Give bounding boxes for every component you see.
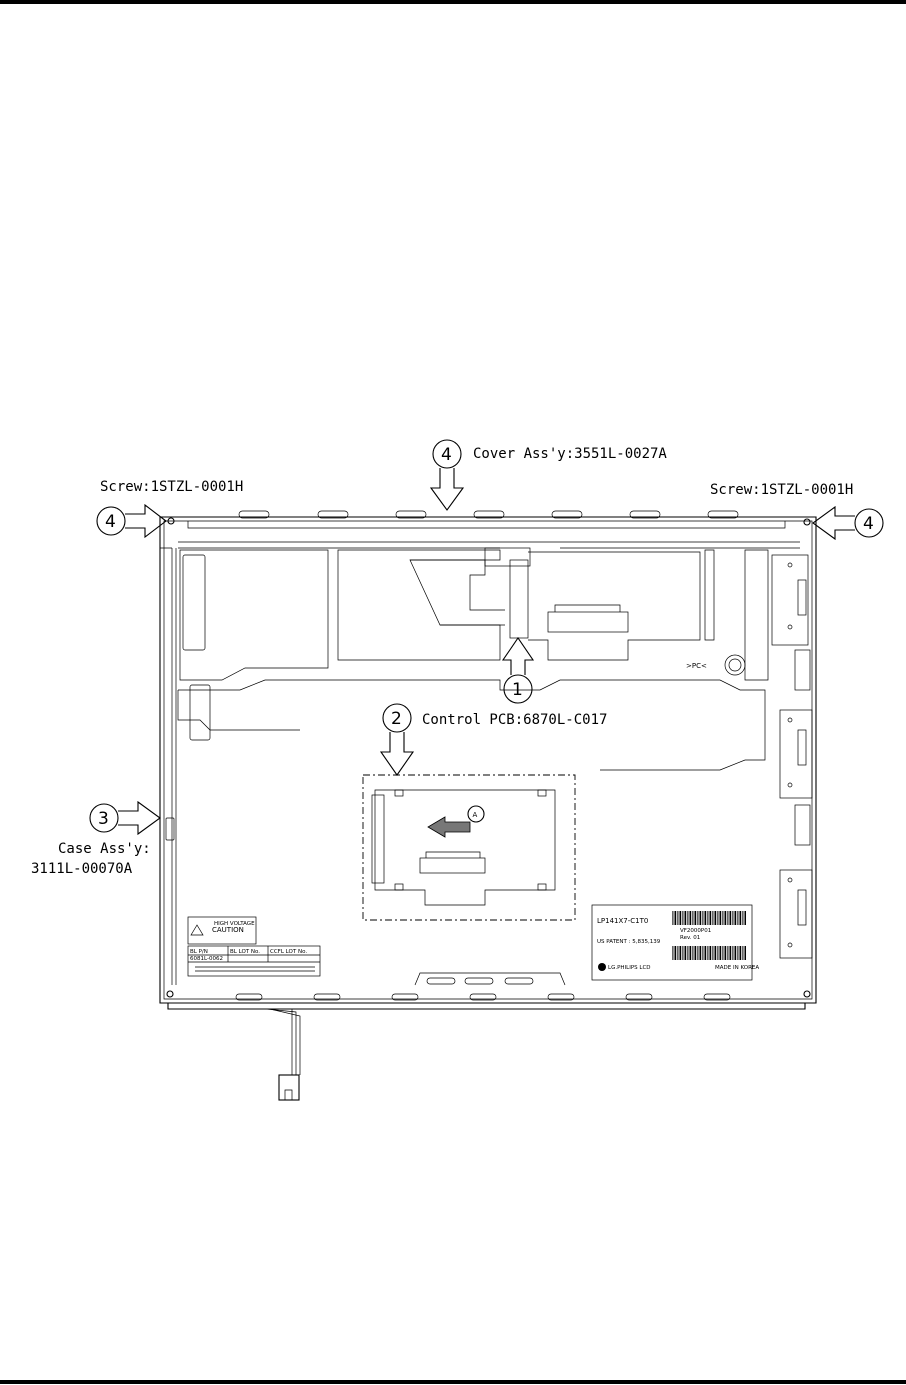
caution-col-ccfl-lot: CCFL LOT No. [270,949,307,955]
callout-screw-left: 4 Screw:1STZL-0001H [96,479,243,539]
callout-case-label-line2: 3111L-00070A [31,861,133,877]
callout-screw-right: 4 Screw:1STZL-0001H [710,482,884,541]
callout-cover-label: Cover Ass'y:3551L-0027A [473,446,667,462]
model-number: LP141X7-C1T0 [597,917,648,925]
control-pcb-detail: A [362,774,576,921]
callout-cover-number: 4 [441,445,452,465]
callout-connector-number: 1 [512,680,523,700]
callout-control-pcb: 2 Control PCB:6870L-C017 [379,703,607,776]
caution-label: HIGH VOLTAGE CAUTION BL P/N BL LOT No. C… [187,916,321,977]
pc-mark: >PC< [686,662,707,670]
callout-screw-right-label: Screw:1STZL-0001H [710,482,853,498]
callout-screw-right-number: 4 [863,514,874,534]
lcd-frame [159,510,817,1010]
caution-title-line1: HIGH VOLTAGE [214,921,255,927]
model-made-in: MADE IN KOREA [715,965,759,971]
callout-connector: 1 [501,637,535,704]
barcode-top [672,911,746,925]
model-label: LP141X7-C1T0 VF2000P01 Rev. 01 US PATENT… [591,904,759,981]
callout-control-pcb-label: Control PCB:6870L-C017 [422,712,607,728]
cover-slots-top [238,510,739,519]
callout-case: 3 Case Ass'y: 3111L-00070A [31,800,161,877]
caution-col-pn: BL P/N [190,949,208,955]
cover-slots-bottom [235,972,731,1001]
model-rev: Rev. 01 [680,935,700,941]
detail-a-marker: A [473,811,478,819]
right-inverter-strip [771,554,813,959]
callout-cover: 4 Cover Ass'y:3551L-0027A [429,439,667,511]
callout-case-number: 3 [98,809,109,829]
callout-control-pcb-number: 2 [391,709,402,729]
caution-col-bl-lot: BL LOT No. [230,949,260,955]
callout-screw-left-number: 4 [105,512,116,532]
bottom-rule [0,1380,906,1384]
upper-connector-area [484,547,746,676]
top-rule [0,0,906,4]
barcode-bottom [672,946,746,960]
callout-case-label-line1: Case Ass'y: [58,841,151,857]
model-patent: US PATENT : 5,835,139 [597,939,661,945]
caution-title-line2: CAUTION [212,926,244,934]
barcode-text: VF2000P01 [680,928,711,934]
detail-direction-arrow [427,816,471,838]
left-rail [160,547,211,985]
callout-screw-left-label: Screw:1STZL-0001H [100,479,243,495]
caution-part-no: 6081L-0062 [190,956,223,962]
model-brand: LG.PHILIPS LCD [608,965,651,971]
backlight-cable [262,1008,301,1101]
upper-structure [177,549,769,771]
